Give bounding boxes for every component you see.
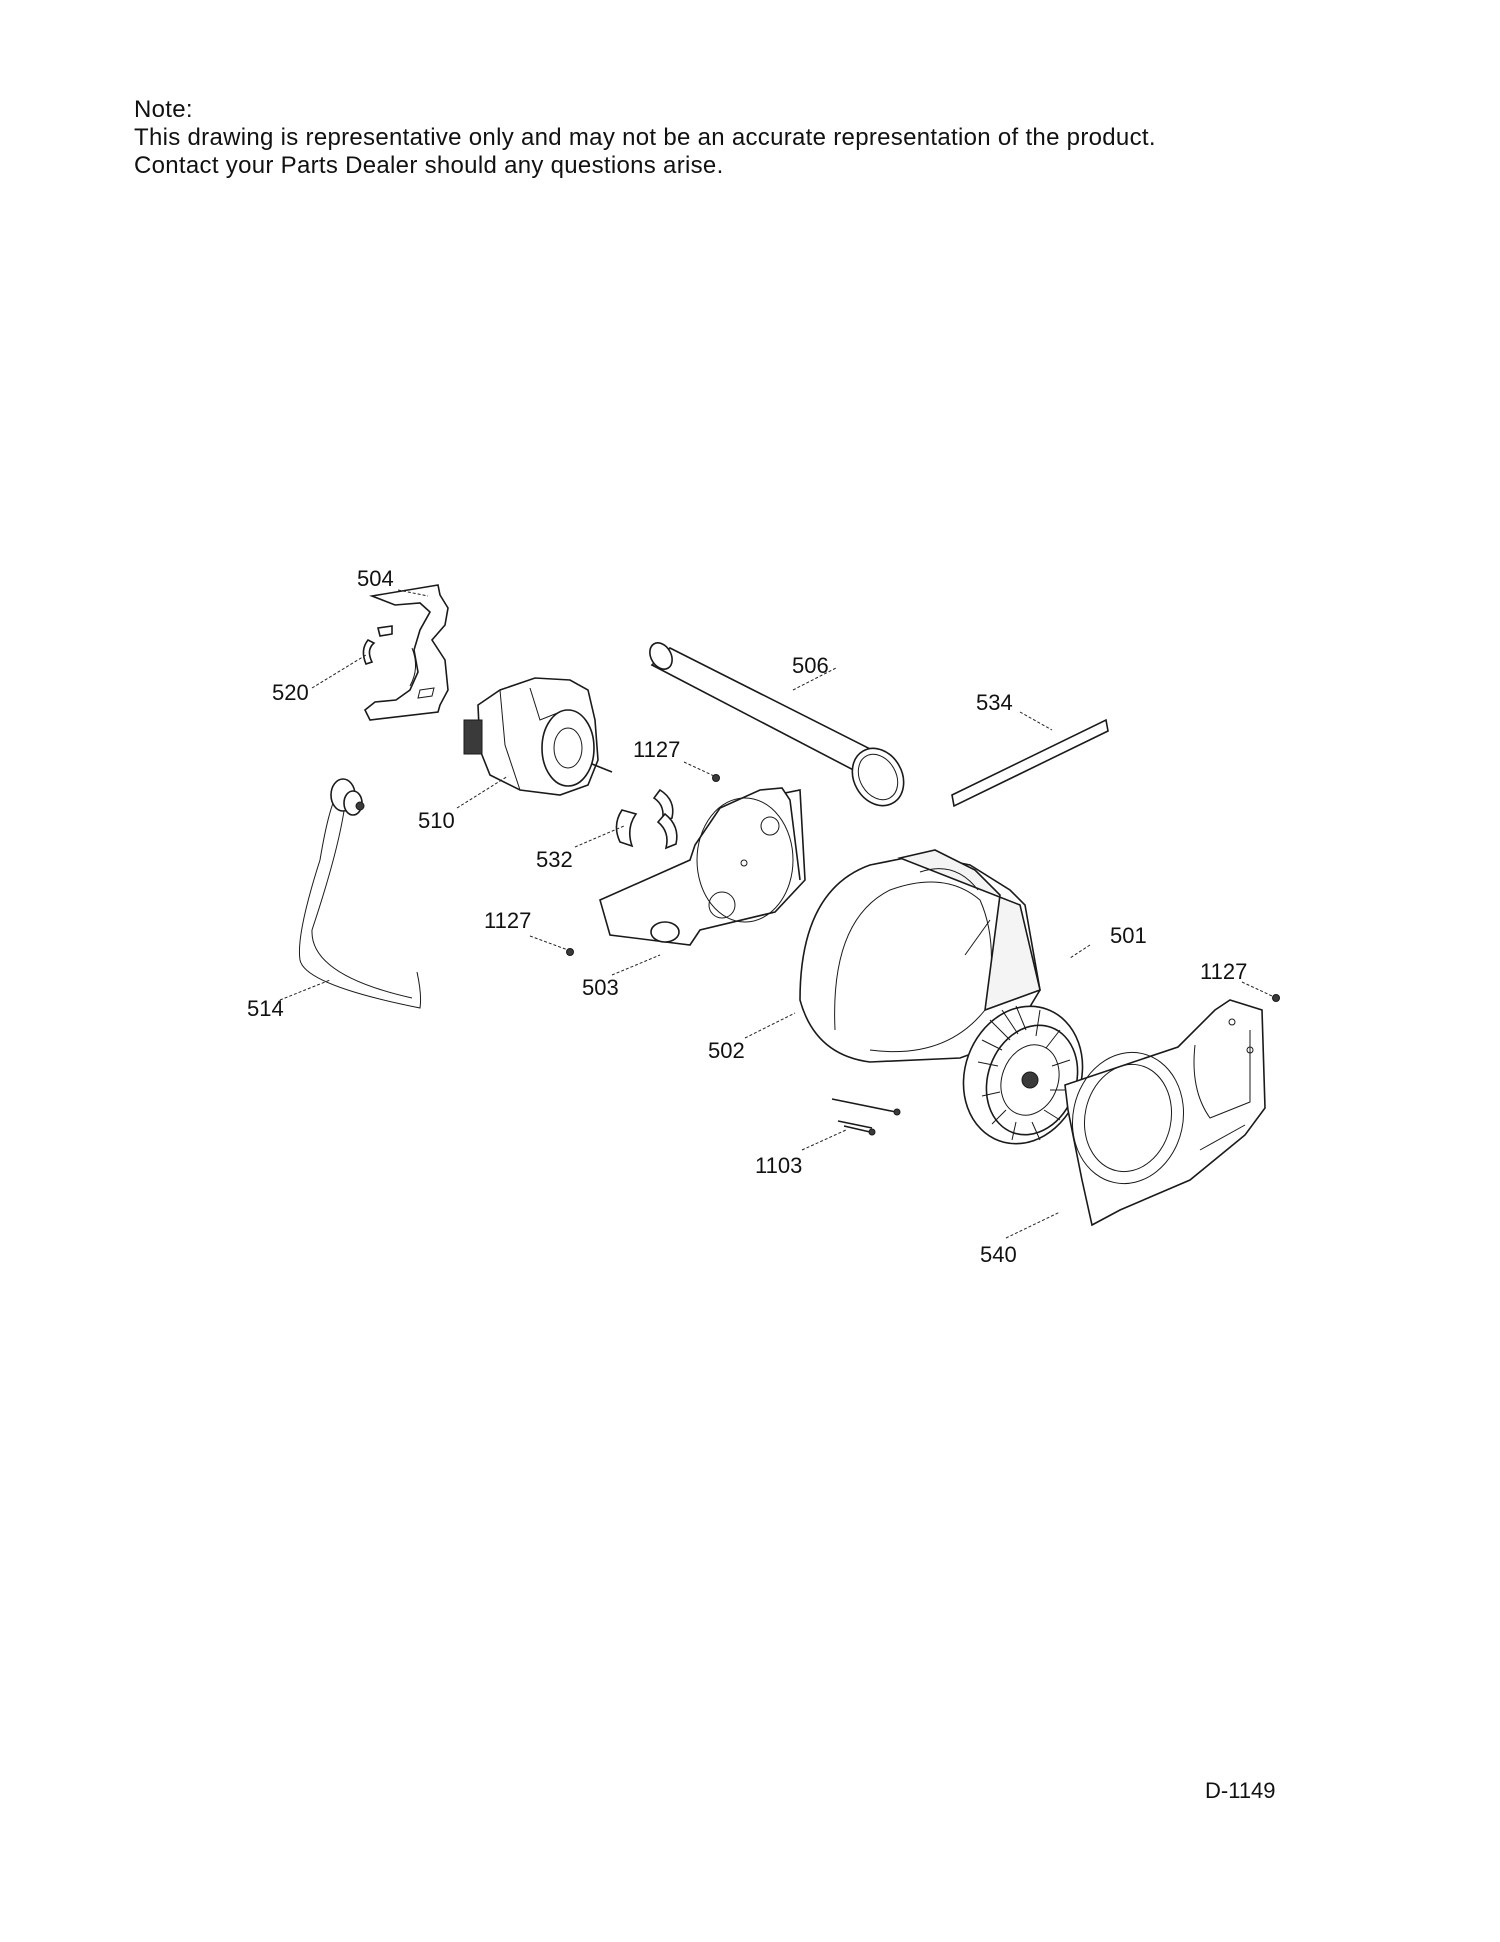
callout-540: 540 [980,1242,1017,1267]
part-510-motor [463,677,613,796]
part-520-clip [362,625,393,665]
note-heading: Note: [134,96,193,123]
part-534-strip [951,718,1109,808]
callout-504: 504 [357,566,394,591]
drawing-code: D-1149 [1205,1778,1276,1803]
part-532-bearings [615,788,678,850]
callout-506: 506 [792,653,829,678]
callout-1103: 1103 [755,1153,802,1178]
part-503-bulkhead [599,787,806,946]
note-block: Note: This drawing is representative onl… [134,96,1156,180]
callout-514: 514 [247,996,284,1021]
part-502-blower-housing [799,849,1041,1063]
callout-502: 502 [708,1038,745,1063]
part-1127-screw-a [712,774,720,782]
part-1127-screw-b [566,948,574,956]
callout-532: 532 [536,847,573,872]
leader-lines [279,589,1273,1239]
callout-520: 520 [272,680,309,705]
note-line-2: Contact your Parts Dealer should any que… [134,152,724,179]
callout-1127-a: 1127 [633,737,680,762]
callout-1127-c: 1127 [1200,959,1247,984]
part-506-duct [649,642,905,807]
part-501-blower-wheel [962,1005,1084,1145]
note-line-1: This drawing is representative only and … [134,124,1156,151]
part-504-bracket [363,584,449,721]
callout-503: 503 [582,975,619,1000]
part-540-back-panel [1064,999,1266,1227]
callouts: 504 520 506 534 1127 510 532 1127 503 51… [247,566,1247,1267]
callout-501: 501 [1110,923,1147,948]
part-1103-bolts [831,1098,901,1136]
part-514-belt [298,778,422,1009]
part-1127-screw-c [1272,994,1280,1002]
callout-1127-b: 1127 [484,908,531,933]
callout-534: 534 [976,690,1013,715]
callout-510: 510 [418,808,455,833]
